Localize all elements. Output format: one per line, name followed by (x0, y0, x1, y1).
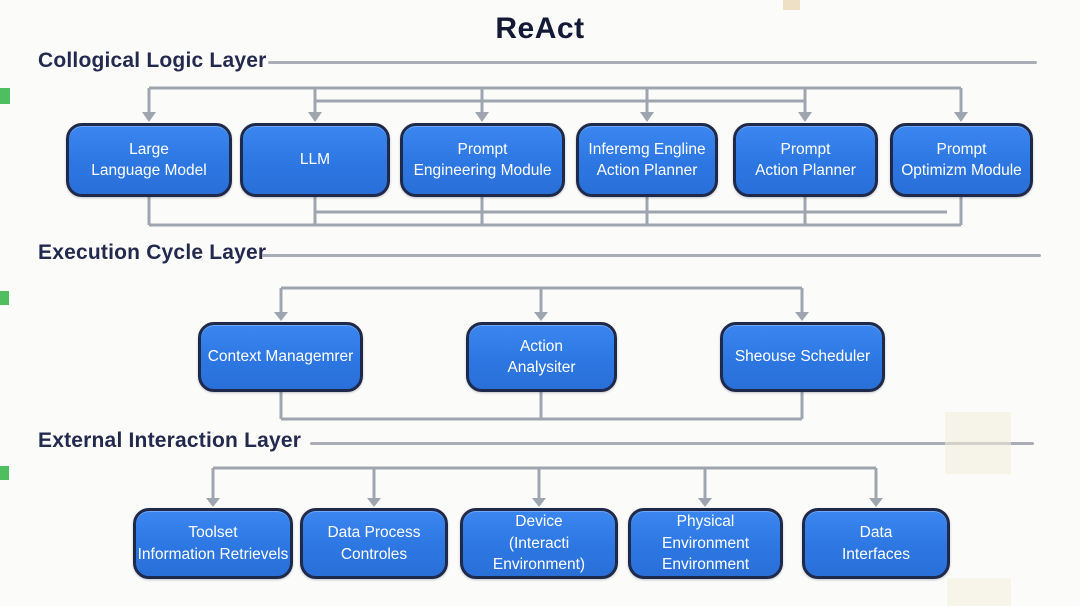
node-prompt-optimizm-module: Prompt Optimizm Module (890, 123, 1033, 197)
node-data-interfaces: Data Interfaces (802, 508, 950, 579)
node-action-analyser: Action Analysiter (466, 322, 617, 392)
node-schedule-scheduler: Sheouse Scheduler (720, 322, 885, 392)
layer-label-cognitive-logic: Collogical Logic Layer (38, 49, 267, 72)
diagram-title: ReAct (495, 12, 585, 45)
node-prompt-engineering-module: Prompt Engineering Module (400, 123, 565, 197)
edge-marker-green-1 (0, 88, 10, 104)
edge-marker-green-3 (0, 466, 9, 480)
layer-label-execution-cycle: Execution Cycle Layer (38, 241, 267, 264)
node-prompt-action-planner: Prompt Action Planner (733, 123, 878, 197)
node-data-process-controls: Data Process Controles (300, 508, 448, 579)
edge-marker-green-2 (0, 291, 9, 305)
node-llm: LLM (240, 123, 390, 197)
node-context-manager: Context Managemrer (198, 322, 363, 392)
bottom-right-artifact (947, 578, 1011, 606)
node-toolset-information-retrievals: Toolset Information Retrievels (133, 508, 293, 579)
right-side-artifact (945, 412, 1011, 474)
top-edge-artifact (783, 0, 800, 10)
node-physical-environment: Physical Environment Environment (628, 508, 783, 579)
node-large-language-model: Large Language Model (66, 123, 232, 197)
node-inference-engine-action-planner: Inferemg Engline Action Planner (576, 123, 718, 197)
layer-divider-1 (268, 61, 1037, 64)
layer-label-external-interaction: External Interaction Layer (38, 429, 302, 452)
node-device-interact-environment: Device (Interacti Environment) (460, 508, 618, 579)
layer-divider-3 (310, 442, 1034, 445)
layer-divider-2 (262, 254, 1041, 257)
